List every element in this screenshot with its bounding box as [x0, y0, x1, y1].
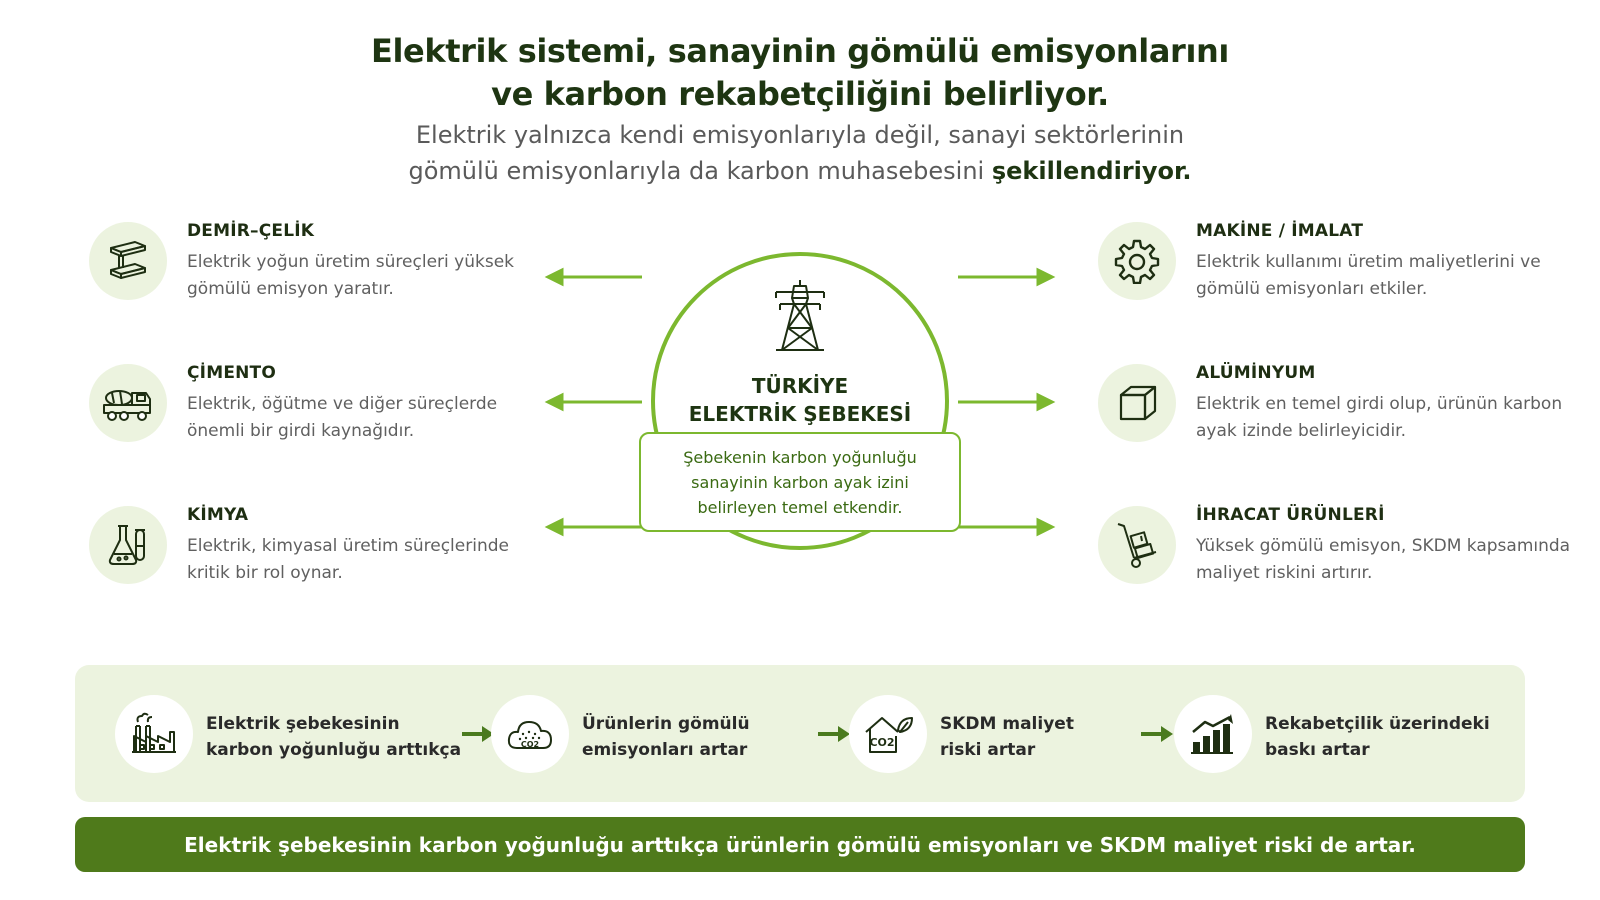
- hub-description-box: Şebekenin karbon yoğunluğu sanayinin kar…: [639, 432, 961, 532]
- arrow-to-ihracat: [958, 517, 1056, 537]
- subtitle-line-2-text: gömülü emisyonlarıyla da karbon muhasebe…: [408, 157, 992, 185]
- flow-step-4-line-2: baskı artar: [1265, 740, 1370, 760]
- gear-icon: [1114, 239, 1160, 284]
- flow-step-3-icon-circle: CO2: [849, 695, 927, 773]
- flow-step-3-line-1: SKDM maliyet: [940, 714, 1074, 734]
- hub-title-line-2: ELEKTRİK ŞEBEKESİ: [688, 402, 912, 426]
- flow-arrow-2: [818, 726, 850, 742]
- sector-cimento: ÇİMENTO Elektrik, öğütme ve diğer süreçl…: [89, 363, 569, 454]
- page-subtitle: Elektrik yalnızca kendi emisyonlarıyla d…: [0, 117, 1600, 189]
- flow-arrow-1: [462, 726, 494, 742]
- title-line-1: Elektrik sistemi, sanayinin gömülü emisy…: [371, 32, 1229, 70]
- flow-step-1-text: Elektrik şebekesinin karbon yoğunluğu ar…: [206, 711, 461, 763]
- subtitle-line-1: Elektrik yalnızca kendi emisyonlarıyla d…: [415, 121, 1185, 149]
- steel-beam-icon: [110, 241, 146, 279]
- title-line-2: ve karbon rekabetçiliğini belirliyor.: [491, 75, 1109, 113]
- sector-icon-circle: [89, 222, 167, 300]
- flask-icon: [108, 525, 145, 565]
- flow-step-1-icon-circle: [115, 695, 193, 773]
- page-title: Elektrik sistemi, sanayinin gömülü emisy…: [0, 30, 1600, 116]
- flow-step-4-icon-circle: [1174, 695, 1252, 773]
- flow-step-4-line-1: Rekabetçilik üzerindeki: [1265, 714, 1490, 734]
- flow-step-2-line-1: Ürünlerin gömülü: [582, 714, 750, 734]
- subtitle-emphasis: şekillendiriyor.: [991, 157, 1192, 185]
- sector-description: Yüksek gömülü emisyon, SKDM kapsamında m…: [1196, 536, 1571, 583]
- sector-icon-circle: [89, 506, 167, 584]
- sector-description: Elektrik, kimyasal üretim süreçlerinde k…: [187, 536, 509, 583]
- sector-description: Elektrik, öğütme ve diğer süreçlerde öne…: [187, 394, 498, 441]
- cement-mixer-icon: [103, 390, 151, 421]
- sector-icon-circle: [89, 364, 167, 442]
- flow-step-1-line-2: karbon yoğunluğu arttıkça: [206, 740, 462, 760]
- sector-name: ALÜMİNYUM: [1196, 363, 1316, 383]
- sector-name: DEMİR–ÇELİK: [187, 221, 315, 241]
- factory-icon: [132, 712, 176, 753]
- hand-truck-icon: [1117, 523, 1157, 568]
- impact-flow-panel: [75, 665, 1525, 802]
- flow-step-2-text: Ürünlerin gömülü emisyonları artar: [582, 711, 750, 763]
- sector-name: İHRACAT ÜRÜNLERİ: [1196, 505, 1385, 525]
- arrow-to-aluminyum: [958, 392, 1056, 412]
- sector-makine-imalat: MAKİNE / İMALAT Elektrik kullanımı üreti…: [1098, 221, 1578, 312]
- sector-icon-circle: [1098, 364, 1176, 442]
- sector-aluminyum: ALÜMİNYUM Elektrik en temel girdi olup, …: [1098, 363, 1578, 454]
- sector-name: MAKİNE / İMALAT: [1196, 221, 1364, 241]
- co2-house-leaf-icon: CO2: [865, 717, 913, 753]
- flow-step-2-icon-circle: CO2: [491, 695, 569, 773]
- flow-step-3-text: SKDM maliyet riski artar: [940, 711, 1074, 763]
- arrow-to-makine-imalat: [958, 267, 1056, 287]
- sector-icon-circle: [1098, 222, 1176, 300]
- sector-description: Elektrik kullanımı üretim maliyetlerini …: [1196, 252, 1541, 299]
- arrow-to-kimya: [544, 517, 642, 537]
- co2-label: CO2: [521, 740, 539, 749]
- flow-step-2-line-2: emisyonları artar: [582, 740, 748, 760]
- arrow-to-cimento: [544, 392, 642, 412]
- flow-step-4-text: Rekabetçilik üzerindeki baskı artar: [1265, 711, 1490, 763]
- sector-kimya: KİMYA Elektrik, kimyasal üretim süreçler…: [89, 505, 569, 596]
- arrow-to-demir-celik: [544, 267, 642, 287]
- sector-description: Elektrik yoğun üretim süreçleri yüksek g…: [187, 252, 514, 299]
- power-tower-icon: [775, 280, 825, 351]
- flow-step-3-line-2: riski artar: [940, 740, 1036, 760]
- rising-bar-chart-icon: [1191, 714, 1233, 754]
- summary-banner-text: Elektrik şebekesinin karbon yoğunluğu ar…: [184, 832, 1416, 857]
- subtitle-line-2: gömülü emisyonlarıyla da karbon muhasebe…: [0, 153, 1600, 189]
- flow-arrow-3: [1141, 726, 1173, 742]
- hub-title: TÜRKİYE ELEKTRİK ŞEBEKESİ: [651, 372, 949, 428]
- sector-description: Elektrik en temel girdi olup, ürünün kar…: [1196, 394, 1563, 441]
- hub-box-line-3: belirleyen temel etkendir.: [697, 497, 903, 517]
- sector-ihracat-urunleri: İHRACAT ÜRÜNLERİ Yüksek gömülü emisyon, …: [1098, 505, 1578, 596]
- hub-box-line-1: Şebekenin karbon yoğunluğu: [683, 447, 917, 467]
- co2-label: CO2: [869, 736, 894, 749]
- flow-step-1-line-1: Elektrik şebekesinin: [206, 714, 400, 734]
- cube-icon: [1119, 385, 1157, 421]
- hub-box-line-2: sanayinin karbon ayak izini: [691, 472, 909, 492]
- hub-title-line-1: TÜRKİYE: [751, 374, 849, 398]
- sector-name: ÇİMENTO: [187, 363, 277, 383]
- sector-icon-circle: [1098, 506, 1176, 584]
- summary-banner: Elektrik şebekesinin karbon yoğunluğu ar…: [75, 817, 1525, 872]
- sector-demir-celik: DEMİR–ÇELİK Elektrik yoğun üretim süreçl…: [89, 221, 569, 312]
- sector-name: KİMYA: [187, 505, 249, 525]
- co2-cloud-icon: CO2: [507, 721, 552, 749]
